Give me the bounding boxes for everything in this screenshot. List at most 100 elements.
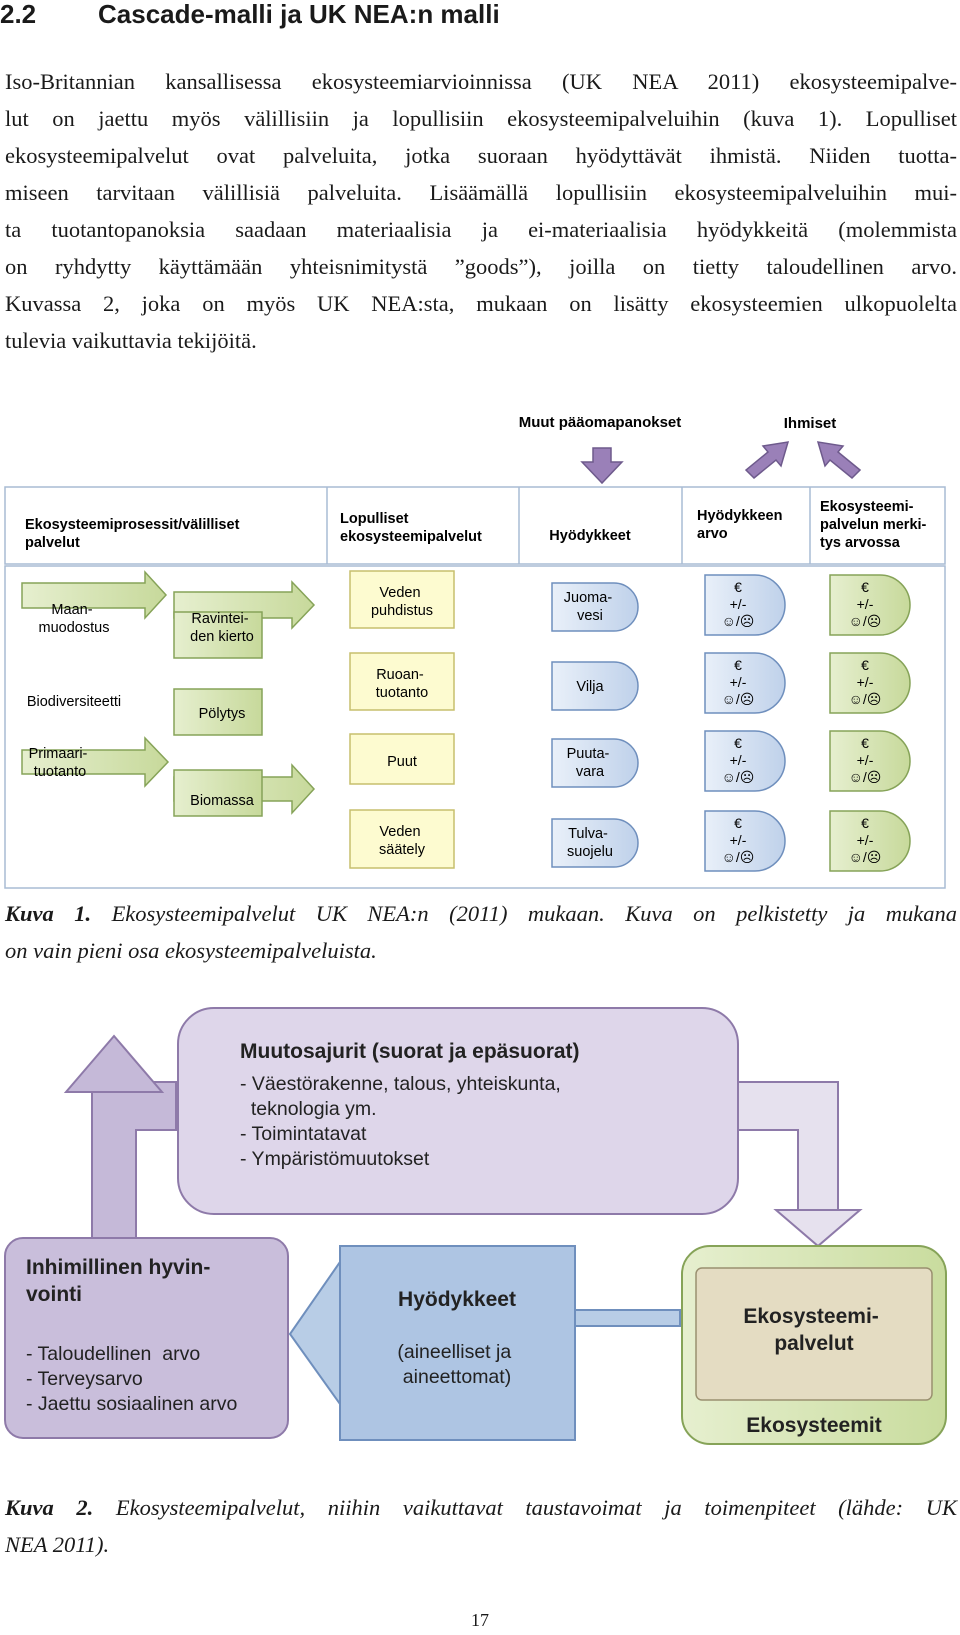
section-heading: 2.2 Cascade-malli ja UK NEA:n malli — [0, 0, 500, 28]
header-line: Lopulliset — [340, 511, 409, 527]
paragraph-line: ekosysteemipalvelut ovat palveluita, jot… — [5, 143, 957, 168]
figure-1-diagram: Muut pääomapanokset Ihmiset Ekosysteemip… — [4, 414, 946, 889]
label-line: Primaari- — [29, 746, 88, 762]
header-line: Hyödykkeet — [549, 528, 631, 544]
goods-title: Hyödykkeet — [398, 1288, 516, 1311]
label-line: suojelu — [567, 844, 613, 860]
caption-text: Ekosysteemipalvelut, niihin vaikuttavat … — [115, 1495, 958, 1520]
paragraph-line: lut on jaettu myös välillisiin ja lopull… — [5, 106, 957, 131]
figure-1-caption: Kuva 1. Ekosysteemipalvelut UK NEA:n (20… — [5, 895, 957, 932]
label-line: Puuta- — [567, 746, 610, 762]
process-label: Primaari- tuotanto — [29, 746, 92, 780]
wellbeing-title: Inhimillinen hyvin- vointi — [26, 1256, 216, 1306]
label-line: Biomassa — [190, 793, 255, 809]
arrow-down-icon — [580, 447, 624, 485]
label-line: den kierto — [190, 629, 254, 645]
euro-icon: € — [734, 815, 742, 831]
figure-1-caption-cont: on vain pieni osa ekosysteemipalveluista… — [5, 938, 377, 963]
label-line: vesi — [577, 608, 603, 624]
smiley-icon: ☺/☹ — [849, 613, 882, 629]
final-service-box — [349, 570, 455, 629]
wellbeing-list: - Taloudellinen arvo - Terveysarvo - Jae… — [26, 1343, 254, 1415]
ecosystem-services-title: Ekosysteemi- palvelut — [743, 1305, 884, 1355]
smiley-icon: ☺/☹ — [722, 613, 755, 629]
euro-icon: € — [861, 579, 869, 595]
ecosystem-services-box — [695, 1267, 933, 1401]
value-line: +/- — [857, 832, 874, 848]
euro-icon: € — [734, 735, 742, 751]
value-label: €+/-☺/☹ — [722, 657, 755, 707]
column-header-processes: Ekosysteemiprosessit/välilliset palvelut — [25, 517, 243, 551]
column-header-final-services: Lopulliset ekosysteemipalvelut — [340, 511, 482, 545]
paragraph-line: miseen tarvitaan välillisiä palveluita. … — [5, 180, 957, 205]
title-line: Inhimillinen hyvin- — [26, 1256, 210, 1279]
paragraph-line: tulevia vaikuttavia tekijöitä. — [5, 328, 257, 353]
paragraph-line: ta tuotantopanoksia saadaan materiaalisi… — [5, 217, 957, 242]
euro-icon: € — [861, 815, 869, 831]
value-line: +/- — [857, 596, 874, 612]
process-label: Maan- muodostus — [39, 602, 110, 636]
value-label: €+/-☺/☹ — [722, 735, 755, 785]
label-line: Pölytys — [199, 706, 246, 722]
column-header-goods-value: Hyödykkeen arvo — [697, 508, 786, 542]
drivers-title: Muutosajurit (suorat ja epäsuorat) — [240, 1040, 580, 1063]
arrow-up-icon — [63, 1034, 165, 1093]
label-line: säätely — [379, 842, 426, 858]
column-header-goods: Hyödykkeet — [549, 528, 631, 544]
label-line: Vilja — [576, 679, 604, 695]
process-arrow-primary-production — [21, 736, 170, 788]
header-line: arvo — [697, 526, 728, 542]
feedback-arrow-right — [737, 1081, 839, 1215]
process-biodiversity: Biodiversiteetti — [27, 694, 121, 710]
arrow-up-left-icon — [816, 441, 862, 480]
value-label: €+/-☺/☹ — [722, 579, 755, 629]
goods-label: Vilja — [576, 679, 604, 695]
header-line: Ekosysteemiprosessit/välilliset — [25, 517, 240, 533]
value-shape — [704, 810, 786, 872]
goods-shape — [551, 738, 639, 788]
header-line: palvelut — [25, 535, 80, 551]
final-service-box — [349, 733, 455, 785]
label-line: Puut — [387, 754, 417, 770]
euro-icon: € — [734, 657, 742, 673]
final-service-label: Puut — [387, 754, 417, 770]
process-label: Ravintei- den kierto — [190, 611, 254, 645]
wellbeing-item: - Terveysarvo — [26, 1368, 143, 1390]
column-header-service-significance: Ekosysteemi- palvelun merki- tys arvossa — [820, 499, 930, 551]
value-shape — [704, 652, 786, 714]
section-number: 2.2 — [0, 0, 37, 29]
wellbeing-item: - Jaettu sosiaalinen arvo — [26, 1393, 238, 1415]
value-label: €+/-☺/☹ — [849, 815, 882, 865]
process-arrow-soil-formation — [21, 570, 168, 620]
paragraph-line: on ryhdytty käyttämään yhteisnimitystä ”… — [5, 254, 957, 279]
value-shape — [704, 574, 786, 636]
sub-line: aineettomat) — [403, 1366, 511, 1388]
goods-box — [339, 1245, 576, 1441]
value-line: +/- — [857, 752, 874, 768]
caption-label: Kuva 1. — [5, 901, 92, 926]
label-line: puhdistus — [371, 603, 433, 619]
value-line: +/- — [730, 832, 747, 848]
value-line: +/- — [857, 674, 874, 690]
driver-item: teknologia ym. — [240, 1098, 377, 1120]
title-line: vointi — [26, 1283, 82, 1306]
section-title: Cascade-malli ja UK NEA:n malli — [98, 0, 500, 29]
header-line: Hyödykkeen — [697, 508, 782, 524]
page-number: 17 — [471, 1610, 489, 1630]
caption-label: Kuva 2. — [5, 1495, 94, 1520]
header-line: Ekosysteemi- — [820, 499, 914, 515]
value-label: €+/-☺/☹ — [849, 579, 882, 629]
goods-shape — [551, 582, 639, 632]
value-column-goods: €+/-☺/☹ €+/-☺/☹ €+/-☺/☹ €+/-☺/☹ — [704, 574, 786, 872]
smiley-icon: ☺/☹ — [722, 691, 755, 707]
drivers-list: - Väestörakenne, talous, yhteiskunta, te… — [240, 1073, 588, 1170]
label-line: Juoma- — [564, 590, 613, 606]
figure-2-caption-cont: NEA 2011). — [5, 1532, 110, 1557]
header-line: palvelun merki- — [820, 517, 927, 533]
value-line: +/- — [730, 596, 747, 612]
figure-2-caption: Kuva 2. Ekosysteemipalvelut, niihin vaik… — [5, 1489, 957, 1526]
process-label: Biomassa — [190, 793, 255, 809]
value-shape — [829, 574, 911, 636]
label-line: Veden — [379, 824, 420, 840]
smiley-icon: ☺/☹ — [849, 769, 882, 785]
